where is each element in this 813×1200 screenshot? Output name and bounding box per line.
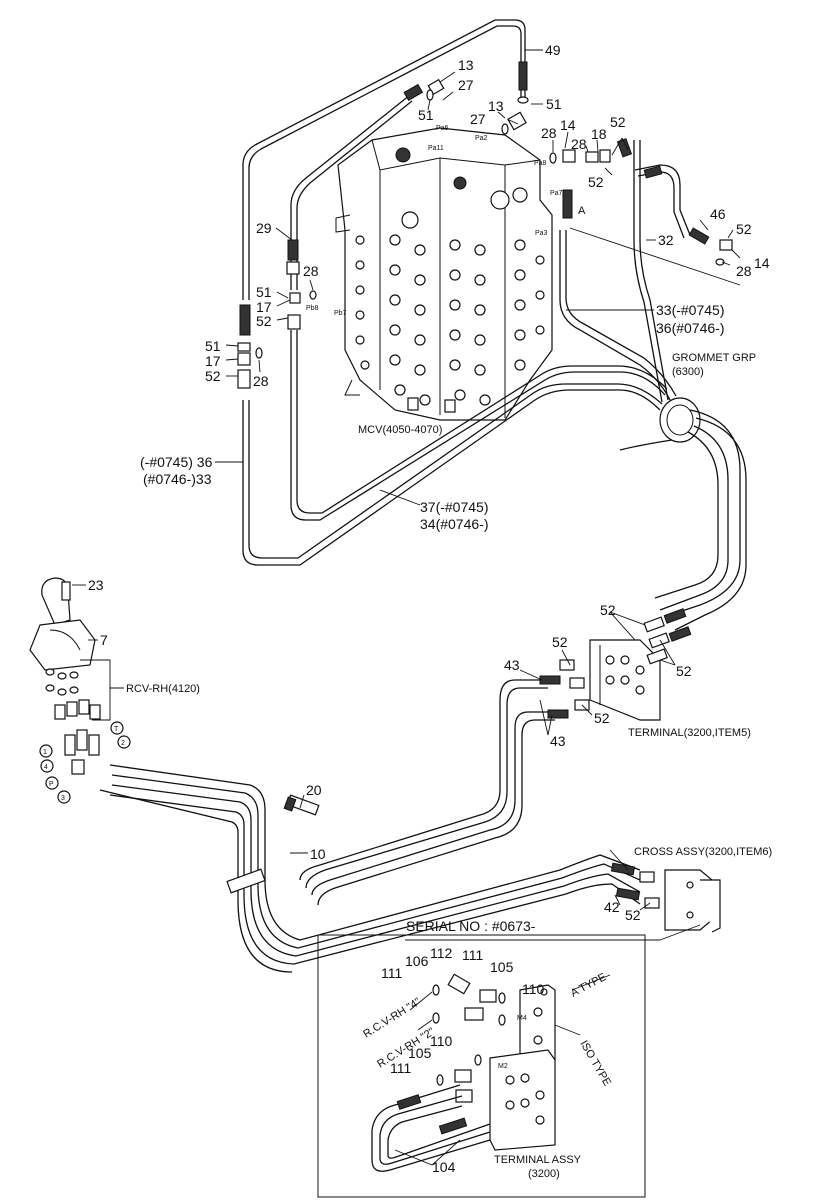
a-type-label: A TYPE	[569, 971, 608, 1000]
part-52-label: 52	[552, 634, 568, 650]
part-105-label: 105	[490, 959, 514, 975]
part-20-label: 20	[306, 782, 322, 798]
part-52-label: 52	[600, 602, 616, 618]
part-112-label: 112	[430, 945, 453, 961]
part-111-label: 111	[381, 965, 402, 981]
rcv-label: RCV-RH(4120)	[126, 683, 200, 695]
port-pb8-label: Pb8	[306, 305, 319, 312]
terminal-hoses	[619, 409, 747, 631]
part-18-label: 18	[591, 126, 607, 142]
part-42-label: 42	[604, 899, 620, 915]
upper-fittings	[237, 61, 733, 389]
part-51-label: 51	[256, 284, 272, 300]
port-pa7-label: Pa7	[550, 190, 563, 197]
port-pa8-label: Pa8	[534, 160, 547, 167]
part-52-label: 52	[256, 313, 272, 329]
mcv-label: MCV(4050-4070)	[358, 424, 442, 436]
port-pa11-label: Pa11	[428, 145, 444, 152]
grommet-code: (6300)	[672, 366, 704, 378]
part-51-label: 51	[418, 107, 434, 123]
part-111-label: 111	[390, 1060, 411, 1076]
part-52-label: 52	[625, 907, 641, 923]
part-13-label: 13	[488, 98, 504, 114]
view-a-label: A	[578, 205, 586, 217]
part-28-label: 28	[253, 373, 269, 389]
rcv-joystick	[29, 577, 101, 775]
part-37-label: 37(-#0745)	[420, 499, 489, 515]
leader-lines	[72, 49, 741, 941]
part-43-label: 43	[550, 733, 566, 749]
part-33-label: 33(-#0745)	[656, 302, 725, 318]
part-32-label: 32	[658, 232, 674, 248]
part-10-label: 10	[310, 846, 326, 862]
cross-assy	[610, 862, 721, 933]
part-28-label: 28	[303, 263, 319, 279]
port-pa6-label: Pa6	[436, 125, 449, 132]
part-13-label: 13	[458, 57, 474, 73]
part-28-label: 28	[571, 136, 587, 152]
part-104-label: 104	[432, 1159, 456, 1175]
cross-assy-label: CROSS ASSY(3200,ITEM6)	[634, 846, 772, 858]
part-110-label: 110	[430, 1033, 453, 1049]
part-36-label: 36(#0746-)	[656, 320, 725, 336]
terminal-item5	[539, 608, 692, 721]
part-14-label: 14	[560, 117, 576, 133]
port-pb7-label: Pb7	[334, 310, 347, 317]
part-34-label: 34(#0746-)	[420, 516, 489, 532]
part-49-label: 49	[545, 42, 561, 58]
part-52-label: 52	[736, 221, 752, 237]
terminal-assy-code: (3200)	[528, 1168, 560, 1180]
port-callouts	[39, 721, 131, 804]
part-51-label: 51	[546, 96, 562, 112]
lower-hoses	[99, 679, 641, 973]
iso-type-label: ISO TYPE	[577, 1039, 613, 1089]
callout-4: 4	[44, 764, 48, 771]
part-46-label: 46	[710, 206, 726, 222]
part-36-label: (-#0745) 36	[140, 454, 213, 470]
part-52-label: 52	[610, 114, 626, 130]
part-52-label: 52	[205, 368, 221, 384]
part-14-label: 14	[754, 255, 770, 271]
part-23-label: 23	[88, 577, 104, 593]
part-52-label: 52	[676, 663, 692, 679]
callout-t: T	[114, 726, 119, 733]
port-pa3-label: Pa3	[535, 230, 548, 237]
part-28-label: 28	[736, 263, 752, 279]
callout-1: 1	[43, 749, 47, 756]
terminal-assy-label: TERMINAL ASSY	[494, 1154, 582, 1166]
grommet	[659, 397, 701, 443]
callout-2: 2	[121, 740, 125, 747]
grommet-label: GROMMET GRP	[672, 352, 756, 364]
terminal-item5-label: TERMINAL(3200,ITEM5)	[628, 727, 751, 739]
callout-p: P	[49, 781, 54, 788]
part-17-label: 17	[256, 299, 272, 315]
serial-label: SERIAL NO : #0673-	[406, 918, 536, 934]
part-105-label: 105	[408, 1045, 432, 1061]
part-43-label: 43	[504, 657, 520, 673]
part-106-label: 106	[405, 953, 429, 969]
callout-3: 3	[61, 795, 65, 802]
part-27-label: 27	[458, 77, 474, 93]
bolt-20	[283, 794, 320, 816]
rcv-rh-4-label: R.C.V-RH "4"	[361, 996, 423, 1041]
part-28-label: 28	[541, 125, 557, 141]
part-51-label: 51	[205, 338, 221, 354]
part-7-label: 7	[100, 632, 108, 648]
part-27-label: 27	[470, 111, 486, 127]
port-m2-label: M2	[498, 1063, 508, 1070]
part-111-label: 111	[462, 947, 483, 963]
mcv-valve-body	[335, 127, 553, 421]
part-110-label: 110	[522, 981, 545, 997]
part-33-label: (#0746-)33	[143, 471, 212, 487]
port-m4-label: M4	[517, 1015, 527, 1022]
serial-inset	[317, 934, 646, 1198]
part-52-label: 52	[588, 174, 604, 190]
port-pa2-label: Pa2	[475, 135, 488, 142]
part-17-label: 17	[205, 353, 221, 369]
part-29-label: 29	[256, 220, 272, 236]
part-52-label: 52	[594, 710, 610, 726]
